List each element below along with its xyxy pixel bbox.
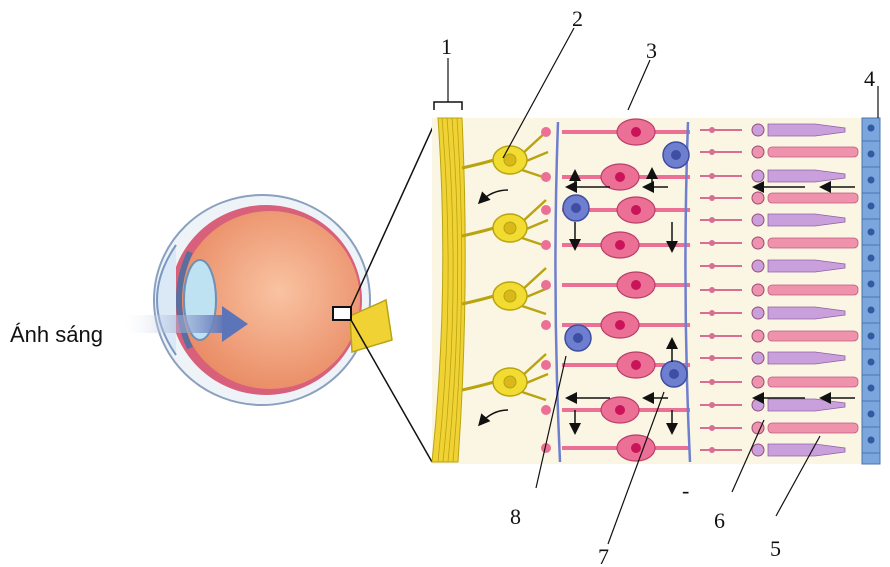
- pigment-cell-nucleus: [868, 307, 875, 314]
- zoom-line-bottom: [351, 320, 432, 462]
- pigment-cell-nucleus: [868, 359, 875, 366]
- pigment-cell-nucleus: [868, 437, 875, 444]
- pigment-cell-nucleus: [868, 151, 875, 158]
- callout-3: 3: [646, 38, 657, 63]
- pigment-cell-nucleus: [868, 281, 875, 288]
- pigment-cell-nucleus: [868, 255, 875, 262]
- callout-4: 4: [864, 66, 875, 91]
- callout-1: 1: [441, 34, 452, 59]
- amacrine-cell: [565, 325, 591, 351]
- pigment-cell-nucleus: [868, 411, 875, 418]
- pigment-cell-nucleus: [868, 385, 875, 392]
- pigment-cell-nucleus: [868, 203, 875, 210]
- horizontal-cell: [663, 142, 689, 168]
- amacrine-cell: [563, 195, 589, 221]
- zoom-line-top: [351, 118, 437, 307]
- callout-8: 8: [510, 504, 521, 529]
- callout-5: 5: [770, 536, 781, 561]
- callout-7: 7: [598, 544, 609, 567]
- bracket-1: [434, 102, 462, 110]
- zoom-box: [333, 307, 351, 320]
- pigment-cell-nucleus: [868, 333, 875, 340]
- horizontal-cell: [661, 361, 687, 387]
- stray-dash-mark: -: [682, 478, 689, 503]
- light-label: Ánh sáng: [10, 322, 103, 347]
- eyeball: [154, 195, 392, 405]
- cornea: [157, 245, 176, 355]
- pigment-epithelium: [862, 118, 880, 464]
- pigment-cell-nucleus: [868, 229, 875, 236]
- callout-6: 6: [714, 508, 725, 533]
- pigment-cell-nucleus: [868, 125, 875, 132]
- callout-2: 2: [572, 6, 583, 31]
- pigment-cell-nucleus: [868, 177, 875, 184]
